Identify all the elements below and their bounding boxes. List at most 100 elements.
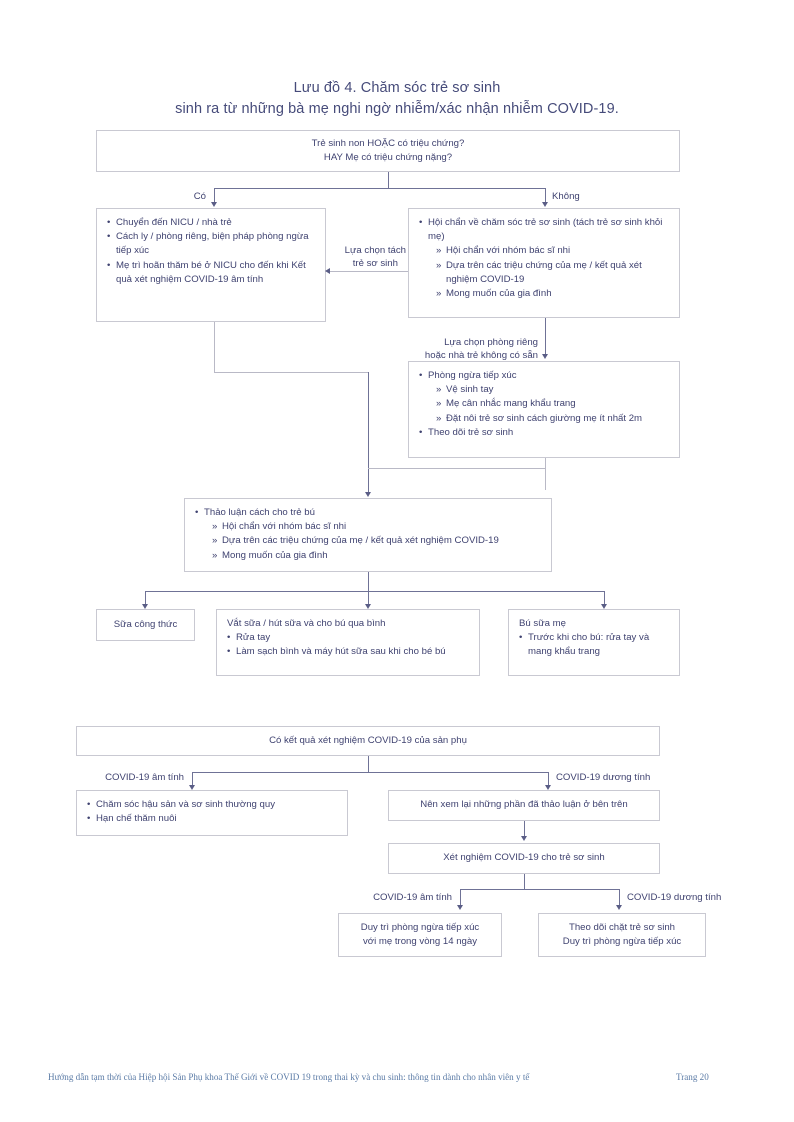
- arrow-breastfeed: [601, 604, 607, 609]
- connector-nicu-down: [214, 322, 215, 372]
- node-contact-precautions[interactable]: Phòng ngừa tiếp xúc Vệ sinh tay Mẹ cân n…: [408, 361, 680, 458]
- node-consult-sub-1: Hội chẩn với nhóm bác sĩ nhi: [419, 244, 669, 258]
- node-feeding-sub-3: Mong muốn của gia đình: [195, 549, 541, 563]
- connector-maternal-bar: [192, 772, 549, 773]
- node-precaution-bullet-1: Phòng ngừa tiếp xúc: [419, 369, 669, 383]
- node-expressed-title: Vắt sữa / hút sữa và cho bú qua bình: [227, 618, 386, 629]
- edge-label-newborn-negative: COVID-19 âm tính: [373, 892, 452, 903]
- node-feeding-discussion[interactable]: Thảo luận cách cho trẻ bú Hội chẩn với n…: [184, 498, 552, 572]
- edge-label-private-room: Lựa chọn phòng riêng hoặc nhà trẻ không …: [370, 322, 538, 376]
- node-precaution-sub-3: Đặt nôi trẻ sơ sinh cách giường mẹ ít nh…: [419, 412, 669, 426]
- node-maternal-test-label: Có kết quả xét nghiệm COVID-19 của sản p…: [269, 734, 467, 746]
- node-maintain-contact-precautions[interactable]: Duy trì phòng ngừa tiếp xúc với mẹ trong…: [338, 913, 502, 957]
- connector-root-stem: [388, 172, 389, 188]
- connector-newborn-bar: [460, 889, 620, 890]
- connector-formula-drop: [145, 591, 146, 605]
- node-routine-bullet-1: Chăm sóc hậu sản và sơ sinh thường quy: [87, 798, 337, 812]
- node-maintain-line-2: với mẹ trong vòng 14 ngày: [362, 936, 478, 947]
- connector-consult-to-precaution: [545, 318, 546, 356]
- edge-label-private-line-1: Lựa chọn phòng riêng: [444, 336, 538, 348]
- arrow-no: [542, 202, 548, 207]
- arrow-maternal-positive: [545, 785, 551, 790]
- node-feeding-bullet-1: Thảo luận cách cho trẻ bú: [195, 506, 541, 520]
- arrow-newborn-positive: [616, 905, 622, 910]
- node-consult-sub-3: Mong muốn của gia đình: [419, 287, 669, 301]
- node-neonatal-consult[interactable]: Hội chẩn về chăm sóc trẻ sơ sinh (tách t…: [408, 208, 680, 318]
- arrow-to-feeding: [365, 492, 371, 497]
- connector-nicu-right: [214, 372, 369, 373]
- node-nicu-bullet-3: Mẹ trì hoãn thăm bé ở NICU cho đến khi K…: [107, 259, 315, 287]
- node-nicu-bullet-1: Chuyển đến NICU / nhà trẻ: [107, 216, 315, 230]
- node-precaution-bullet-2: Theo dõi trẻ sơ sinh: [419, 426, 669, 440]
- node-maternal-test-result[interactable]: Có kết quả xét nghiệm COVID-19 của sản p…: [76, 726, 660, 756]
- node-consult-sub-2: Dựa trên các triệu chứng của mẹ / kết qu…: [419, 259, 669, 287]
- node-nicu-bullet-2: Cách ly / phòng riêng, biện pháp phòng n…: [107, 230, 315, 258]
- connector-newborn-pos-drop: [619, 889, 620, 906]
- node-premature-line-2: HAY Mẹ có triệu chứng nặng?: [323, 152, 453, 163]
- connector-merge-stem: [368, 372, 369, 494]
- arrow-newborn-negative: [457, 905, 463, 910]
- page-title: Lưu đồ 4. Chăm sóc trẻ sơ sinh sinh ra t…: [60, 78, 734, 120]
- arrow-expressed: [365, 604, 371, 609]
- edge-label-separate-line-2: trẻ sơ sinh: [352, 258, 398, 269]
- node-monitoring-line-2: Duy trì phòng ngừa tiếp xúc: [562, 936, 682, 947]
- node-precaution-sub-2: Mẹ cân nhắc mang khẩu trang: [419, 397, 669, 411]
- edge-label-maternal-negative: COVID-19 âm tính: [105, 772, 184, 783]
- connector-feeding-stem: [368, 572, 369, 591]
- edge-label-no: Không: [552, 191, 580, 202]
- node-feeding-sub-2: Dựa trên các triệu chứng của mẹ / kết qu…: [195, 534, 541, 548]
- arrow-yes: [211, 202, 217, 207]
- connector-newborn-neg-drop: [460, 889, 461, 906]
- node-newborn-test-label: Xét nghiệm COVID-19 cho trẻ sơ sinh: [443, 852, 605, 864]
- connector-no-drop: [545, 188, 546, 203]
- arrow-formula: [142, 604, 148, 609]
- connector-expressed-drop: [368, 591, 369, 605]
- connector-maternal-stem: [368, 756, 369, 772]
- title-line-2: sinh ra từ những bà mẹ nghi ngờ nhiễm/xá…: [175, 101, 619, 117]
- edge-label-newborn-positive: COVID-19 dương tính: [627, 892, 722, 903]
- node-routine-postnatal-care[interactable]: Chăm sóc hậu sản và sơ sinh thường quy H…: [76, 790, 348, 836]
- connector-separate-infant: [330, 271, 408, 272]
- node-routine-bullet-2: Hạn chế thăm nuôi: [87, 812, 337, 826]
- node-expressed-milk[interactable]: Vắt sữa / hút sữa và cho bú qua bình Rửa…: [216, 609, 480, 676]
- edge-label-maternal-positive: COVID-19 dương tính: [556, 772, 651, 783]
- arrow-maternal-negative: [189, 785, 195, 790]
- footer-page-number: Trang 20: [676, 1072, 709, 1082]
- node-expressed-bullet-1: Rửa tay: [227, 631, 469, 645]
- node-premature-or-symptomatic[interactable]: Trẻ sinh non HOẶC có triệu chứng? HAY Mẹ…: [96, 130, 680, 172]
- node-nicu-isolation[interactable]: Chuyển đến NICU / nhà trẻ Cách ly / phòn…: [96, 208, 326, 322]
- node-precaution-sub-1: Vệ sinh tay: [419, 383, 669, 397]
- arrow-consult-to-precaution: [542, 354, 548, 359]
- connector-newborn-stem: [524, 874, 525, 889]
- node-expressed-bullet-2: Làm sạch bình và máy hút sữa sau khi cho…: [227, 645, 469, 659]
- edge-label-yes: Có: [193, 191, 206, 202]
- arrow-separate-infant: [325, 268, 330, 274]
- node-breastfeed-title: Bú sữa mẹ: [519, 618, 566, 629]
- connector-precaution-down: [545, 458, 546, 490]
- connector-root-bar: [214, 188, 545, 189]
- node-close-monitoring[interactable]: Theo dõi chặt trẻ sơ sinh Duy trì phòng …: [538, 913, 706, 957]
- footer-source-text: Hướng dẫn tạm thời của Hiệp hội Sản Phụ …: [48, 1072, 530, 1082]
- title-line-1: Lưu đồ 4. Chăm sóc trẻ sơ sinh: [293, 80, 501, 96]
- connector-maternal-neg-drop: [192, 772, 193, 786]
- edge-label-separate-line-1: Lựa chọn tách: [344, 244, 407, 256]
- arrow-review-to-test: [521, 836, 527, 841]
- node-maintain-line-1: Duy trì phòng ngừa tiếp xúc: [360, 921, 480, 933]
- node-consult-bullet-1: Hội chẩn về chăm sóc trẻ sơ sinh (tách t…: [419, 216, 669, 244]
- node-formula-label: Sữa công thức: [113, 618, 178, 630]
- node-formula-milk[interactable]: Sữa công thức: [96, 609, 195, 641]
- connector-maternal-pos-drop: [548, 772, 549, 786]
- edge-label-separate-infant: Lựa chọn tách trẻ sơ sinh: [330, 230, 410, 284]
- node-premature-line-1: Trẻ sinh non HOẶC có triệu chứng?: [311, 137, 465, 149]
- edge-label-private-line-2: hoặc nhà trẻ không có sẵn: [424, 350, 538, 361]
- connector-feeding-bar: [145, 591, 604, 592]
- node-feeding-sub-1: Hội chẩn với nhóm bác sĩ nhi: [195, 520, 541, 534]
- node-monitoring-line-1: Theo dõi chặt trẻ sơ sinh: [568, 921, 675, 933]
- node-newborn-covid-test[interactable]: Xét nghiệm COVID-19 cho trẻ sơ sinh: [388, 843, 660, 874]
- node-breastfeed-bullet-1: Trước khi cho bú: rửa tay và mang khẩu t…: [519, 631, 669, 659]
- node-breastfeeding[interactable]: Bú sữa mẹ Trước khi cho bú: rửa tay và m…: [508, 609, 680, 676]
- node-review-above-sections[interactable]: Nên xem lại những phần đã thảo luận ở bê…: [388, 790, 660, 821]
- connector-precaution-left: [368, 468, 546, 469]
- connector-breastfeed-drop: [604, 591, 605, 605]
